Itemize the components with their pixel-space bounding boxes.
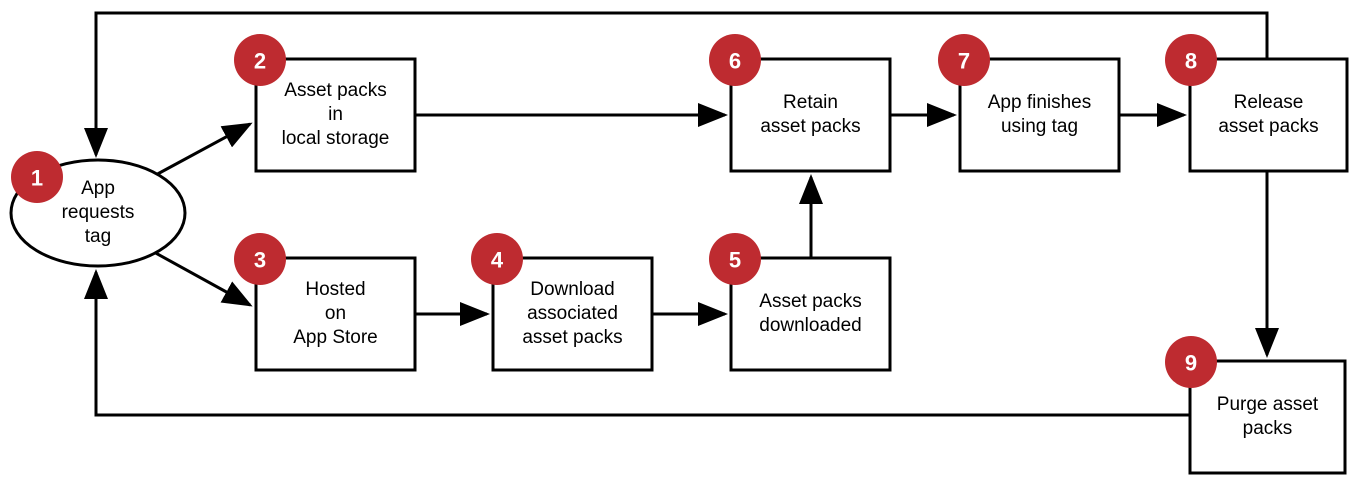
node-n8[interactable]: Release asset packs <box>1188 57 1349 173</box>
badge-number-4: 4 <box>491 248 504 273</box>
node-shape-n4 <box>491 256 654 372</box>
edge-e1-2 <box>151 122 253 179</box>
node-shape-n5 <box>729 256 892 372</box>
badge-circle-7 <box>938 34 990 86</box>
badge-circle-2 <box>234 34 286 86</box>
badge-circle-8 <box>1165 34 1217 86</box>
badge-circle-5 <box>709 233 761 285</box>
badge-3: 3 <box>234 233 286 285</box>
badge-number-5: 5 <box>729 248 741 273</box>
node-shape-n7 <box>958 57 1121 173</box>
badge-1: 1 <box>11 151 63 203</box>
node-n4[interactable]: Download associated asset packs <box>491 256 654 372</box>
badge-7: 7 <box>938 34 990 86</box>
node-label-n3: Hosted <box>305 279 365 300</box>
node-label-n3: on <box>325 303 346 324</box>
badge-number-1: 1 <box>31 166 43 191</box>
node-shape-n6 <box>729 57 892 173</box>
node-label-n9: Purge asset <box>1217 394 1319 415</box>
badge-6: 6 <box>709 34 761 86</box>
badge-number-7: 7 <box>958 49 970 74</box>
node-label-n1: tag <box>85 226 111 247</box>
node-n7[interactable]: App finishes using tag <box>958 57 1121 173</box>
node-label-n2: local storage <box>282 128 390 149</box>
edge-e1-3 <box>151 249 253 307</box>
node-label-n4: associated <box>527 303 618 324</box>
badge-number-3: 3 <box>254 248 266 273</box>
node-label-n2: Asset packs <box>284 80 386 101</box>
badge-number-9: 9 <box>1185 351 1197 376</box>
node-label-n5: downloaded <box>759 315 861 336</box>
node-label-n9: packs <box>1243 418 1293 439</box>
node-label-n6: asset packs <box>760 116 860 137</box>
badge-number-2: 2 <box>254 49 266 74</box>
node-label-n8: asset packs <box>1218 116 1318 137</box>
node-n5[interactable]: Asset packs downloaded <box>729 256 892 372</box>
node-label-n7: using tag <box>1001 116 1078 137</box>
node-label-n2: in <box>328 104 343 125</box>
badge-circle-1 <box>11 151 63 203</box>
node-shape-n2 <box>254 57 417 173</box>
badge-circle-4 <box>471 233 523 285</box>
badge-circle-6 <box>709 34 761 86</box>
node-shape-n8 <box>1188 57 1349 173</box>
badge-9: 9 <box>1165 336 1217 388</box>
node-n6[interactable]: Retain asset packs <box>729 57 892 173</box>
node-shape-n3 <box>254 256 417 372</box>
node-label-n6: Retain <box>783 92 838 113</box>
badges-layer: 1 2 3 4 5 6 7 8 9 <box>11 34 1217 388</box>
node-n9[interactable]: Purge asset packs <box>1188 359 1347 475</box>
badge-4: 4 <box>471 233 523 285</box>
node-label-n1: App <box>81 178 115 199</box>
node-label-n3: App Store <box>293 327 378 348</box>
node-label-n1: requests <box>62 202 135 223</box>
badge-5: 5 <box>709 233 761 285</box>
edges-layer <box>84 11 1279 417</box>
edge-e8-1 <box>84 11 1269 158</box>
node-label-n8: Release <box>1234 92 1304 113</box>
badge-2: 2 <box>234 34 286 86</box>
node-label-n4: Download <box>530 279 615 300</box>
badge-number-6: 6 <box>729 49 741 74</box>
badge-8: 8 <box>1165 34 1217 86</box>
badge-circle-9 <box>1165 336 1217 388</box>
node-label-n7: App finishes <box>988 92 1092 113</box>
badge-number-8: 8 <box>1185 49 1197 74</box>
badge-circle-3 <box>234 233 286 285</box>
edge-e9-1 <box>84 269 1190 417</box>
node-label-n4: asset packs <box>522 327 622 348</box>
node-n2[interactable]: Asset packs in local storage <box>254 57 417 173</box>
node-label-n5: Asset packs <box>759 291 861 312</box>
node-shape-n9 <box>1188 359 1347 475</box>
